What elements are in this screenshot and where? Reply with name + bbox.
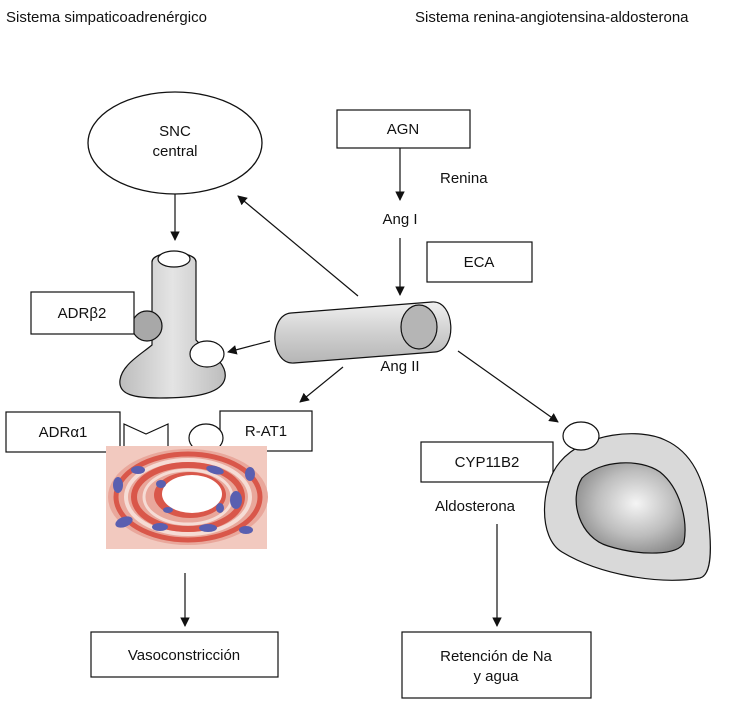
cyp11b2-label: CYP11B2 [455, 454, 520, 471]
adra1-label: ADRα1 [39, 424, 88, 441]
header-sympathetic: Sistema simpaticoadrenérgico [6, 9, 207, 26]
header-raas: Sistema renina-angiotensina-aldosterona [415, 9, 689, 26]
arrow-ang2-adrenal [457, 350, 559, 423]
eca-label: ECA [464, 254, 495, 271]
retencion-box [401, 631, 592, 699]
adra1-receptor [123, 423, 169, 449]
agn-label: AGN [387, 121, 420, 138]
snc-label-line1: SNC [159, 123, 191, 140]
cyp11b2-box [420, 441, 554, 483]
vasoconstriccion-label: Vasoconstricción [128, 647, 240, 664]
adrb2-label: ADRβ2 [58, 305, 107, 322]
at1-receptor-adrenal [562, 421, 600, 451]
arrow-ang2-snc [237, 195, 359, 297]
retencion-label-line1: Retención de Na [440, 648, 552, 665]
snc-label-line2: central [152, 143, 197, 160]
adrenal-cell [544, 433, 711, 581]
vasoconstriccion-box [90, 631, 279, 678]
rat1-box [219, 410, 313, 452]
adrb2-receptor [131, 310, 163, 342]
retencion-label-line2: y agua [473, 668, 519, 685]
ang2-label: Ang II [380, 358, 419, 375]
agn-box [336, 109, 471, 149]
adra1-box [5, 411, 121, 453]
renina-label: Renina [440, 170, 488, 187]
adrb2-box [30, 291, 135, 335]
ang2-cylinder [274, 301, 452, 364]
arrow-ang2-neuron [227, 340, 271, 355]
at1-receptor-neuron [189, 340, 225, 368]
vessel-cross-section [106, 446, 268, 549]
rat1-label: R-AT1 [245, 423, 287, 440]
aldosterona-label: Aldosterona [435, 498, 516, 515]
eca-box [426, 241, 533, 283]
arrow-ang2-rat1 [299, 366, 344, 403]
ang1-label: Ang I [382, 211, 417, 228]
